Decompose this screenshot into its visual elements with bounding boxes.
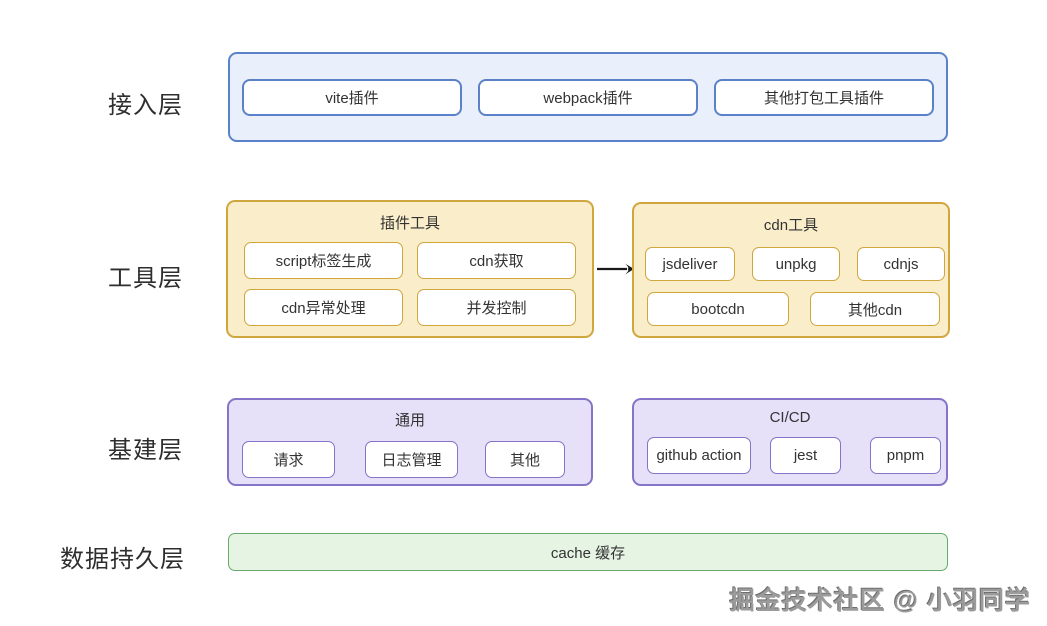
cdn-tools-row2: bootcdn 其他cdn <box>647 292 948 326</box>
node-vite-plugin: vite插件 <box>242 78 462 116</box>
node-cdnjs: cdnjs <box>857 247 945 281</box>
node-pnpm: pnpm <box>870 437 941 474</box>
node-concurrency-control: 并发控制 <box>417 289 576 326</box>
group-cicd: CI/CD github action jest pnpm <box>632 398 948 486</box>
node-script-tag-generation: script标签生成 <box>244 242 403 279</box>
node-cdn-fetch: cdn获取 <box>417 242 576 279</box>
layer-label-access: 接入层 <box>108 92 183 119</box>
cicd-row: github action jest pnpm <box>647 437 946 474</box>
watermark: 掘金技术社区 @ 小羽同学 <box>729 587 1031 615</box>
group-access-plugins: vite插件 webpack插件 其他打包工具插件 <box>228 52 948 142</box>
node-jsdeliver: jsdeliver <box>645 247 735 281</box>
group-cdn-tools: cdn工具 jsdeliver unpkg cdnjs bootcdn 其他cd… <box>632 202 950 338</box>
layer-label-infra: 基建层 <box>108 437 183 464</box>
node-cdn-error-handling: cdn异常处理 <box>244 289 403 326</box>
node-webpack-plugin: webpack插件 <box>478 78 698 116</box>
group-plugin-tools: 插件工具 script标签生成 cdn获取 cdn异常处理 并发控制 <box>226 200 594 338</box>
cdn-tools-row1: jsdeliver unpkg cdnjs <box>645 247 948 281</box>
node-request: 请求 <box>242 441 335 478</box>
node-cache: cache 缓存 <box>228 533 948 571</box>
plugin-tools-grid: script标签生成 cdn获取 cdn异常处理 并发控制 <box>244 242 576 326</box>
group-plugin-tools-title: 插件工具 <box>379 215 440 232</box>
layer-label-tools: 工具层 <box>108 265 183 292</box>
node-log-management: 日志管理 <box>365 441 458 478</box>
arrow-right-icon <box>597 263 634 275</box>
group-common-title: 通用 <box>394 412 425 429</box>
common-row: 请求 日志管理 其他 <box>242 441 591 478</box>
node-other: 其他 <box>485 441 565 478</box>
group-cicd-title: CI/CD <box>769 409 811 426</box>
group-cdn-tools-title: cdn工具 <box>763 217 819 234</box>
node-other-cdn: 其他cdn <box>810 292 940 326</box>
group-common: 通用 请求 日志管理 其他 <box>227 398 593 486</box>
layer-label-persistence: 数据持久层 <box>60 546 185 573</box>
node-unpkg: unpkg <box>752 247 840 281</box>
node-other-bundler-plugin: 其他打包工具插件 <box>714 78 934 116</box>
node-jest: jest <box>770 437 841 474</box>
node-bootcdn: bootcdn <box>647 292 789 326</box>
node-github-action: github action <box>647 437 751 474</box>
